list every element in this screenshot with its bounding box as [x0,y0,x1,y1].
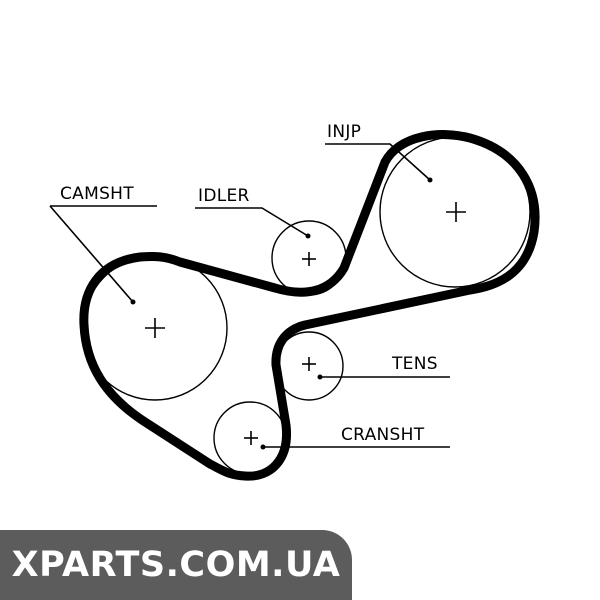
idler-center-mark [302,252,316,266]
crankshaft-leader-dot [260,444,266,450]
crankshaft-center-mark [244,431,258,445]
watermark-banner: XPARTS.COM.UA [0,530,352,600]
idler-label: IDLER [198,186,250,206]
injection-pump-label: INJP [327,122,361,142]
camshaft-leader-dot [130,299,136,305]
watermark-text: XPARTS.COM.UA [11,545,341,585]
tensioner-label: TENS [391,354,438,374]
injection-pump-leader [325,143,431,181]
camshaft-label: CAMSHT [60,184,134,204]
tensioner-center-mark [302,357,316,371]
crankshaft-label: CRANSHT [341,425,425,445]
tensioner-leader-dot [317,374,323,380]
idler-leader-dot [305,233,311,239]
camshaft-center-mark [145,318,165,338]
camshaft-leader-diagonal [49,205,134,303]
injection-pump-center-mark [446,202,466,222]
timing-belt [79,130,540,481]
idler-leader [195,207,309,237]
injection-pump-leader-dot [427,177,433,183]
